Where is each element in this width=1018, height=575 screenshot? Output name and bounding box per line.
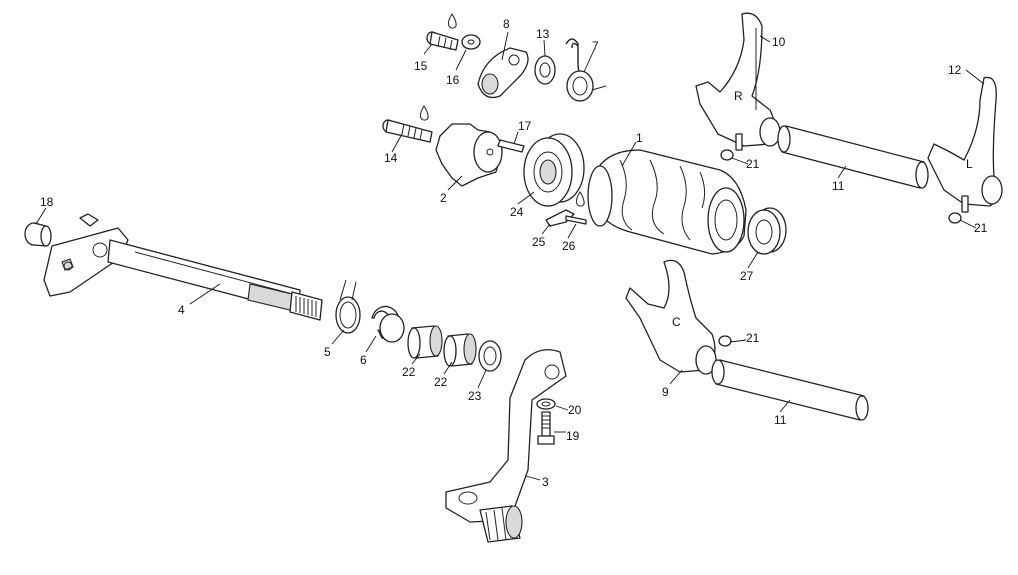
callout-13: 13 bbox=[536, 27, 550, 41]
part-3-gear-lever bbox=[445, 349, 567, 543]
callout-17: 17 bbox=[518, 119, 532, 133]
callout-19: 19 bbox=[566, 429, 580, 443]
part-21-pin-b bbox=[948, 212, 962, 224]
part-6-collar bbox=[371, 305, 405, 343]
part-14-bolt bbox=[382, 119, 433, 143]
part-16-washer bbox=[461, 34, 481, 50]
callout-11-upper: 11 bbox=[832, 179, 845, 193]
callout-20: 20 bbox=[568, 403, 582, 417]
callout-23: 23 bbox=[468, 389, 482, 403]
callout-9: 9 bbox=[662, 385, 669, 399]
part-18-cap bbox=[24, 222, 52, 247]
callout-1: 1 bbox=[636, 131, 643, 145]
part-26-screw bbox=[565, 215, 587, 225]
fork-12-marking: L bbox=[966, 157, 973, 171]
part-11-fork-shaft-upper bbox=[777, 125, 929, 189]
callout-12: 12 bbox=[948, 63, 962, 77]
callout-16: 16 bbox=[446, 73, 460, 87]
gearshift-shaft bbox=[43, 213, 323, 321]
part-23-washer bbox=[478, 340, 502, 372]
part-13-bushing bbox=[534, 55, 556, 85]
part-7-spring bbox=[565, 38, 607, 102]
fork-9-marking: C bbox=[672, 315, 681, 329]
callout-15: 15 bbox=[414, 59, 428, 73]
callout-24: 24 bbox=[510, 205, 524, 219]
callout-21-c: 21 bbox=[746, 331, 760, 345]
callout-labels: 1 2 3 4 5 6 7 8 9 10 11 11 12 13 14 15 1… bbox=[40, 17, 988, 489]
callout-18: 18 bbox=[40, 195, 54, 209]
part-22-bearing-b bbox=[443, 333, 477, 367]
part-21-pin-c bbox=[718, 335, 732, 347]
part-27-bearing bbox=[747, 207, 787, 255]
callout-21-a: 21 bbox=[746, 157, 760, 171]
callout-8: 8 bbox=[503, 17, 510, 31]
part-2-star-cam bbox=[435, 123, 503, 187]
part-21-pin-a bbox=[720, 149, 734, 161]
callout-10: 10 bbox=[772, 35, 786, 49]
part-8-lever-plate bbox=[477, 47, 529, 99]
part-11-fork-shaft-lower bbox=[711, 359, 869, 421]
callout-2: 2 bbox=[440, 191, 447, 205]
callout-22-b: 22 bbox=[434, 375, 448, 389]
callout-4: 4 bbox=[178, 303, 185, 317]
callout-27: 27 bbox=[740, 269, 754, 283]
fork-10-marking: R bbox=[734, 89, 743, 103]
callout-5: 5 bbox=[324, 345, 331, 359]
part-20-washer bbox=[536, 398, 556, 410]
oil-drop-icon bbox=[447, 13, 457, 29]
callout-7: 7 bbox=[592, 39, 599, 53]
callout-22-a: 22 bbox=[402, 365, 416, 379]
callout-21-b: 21 bbox=[974, 221, 988, 235]
part-5-spring bbox=[335, 279, 361, 334]
part-17-pin bbox=[497, 139, 525, 153]
part-9-shift-fork-c bbox=[625, 259, 717, 375]
callout-11-lower: 11 bbox=[774, 413, 787, 427]
part-24-bearing bbox=[523, 133, 585, 207]
callout-25: 25 bbox=[532, 235, 546, 249]
oil-drop-icon bbox=[419, 105, 429, 121]
part-10-shift-fork-r bbox=[695, 12, 781, 151]
part-15-bolt bbox=[426, 31, 459, 51]
callout-6: 6 bbox=[360, 353, 367, 367]
part-19-bolt bbox=[537, 411, 555, 445]
callout-3: 3 bbox=[542, 475, 549, 489]
part-1-selector-drum bbox=[587, 149, 747, 255]
callout-26: 26 bbox=[562, 239, 576, 253]
oil-drop-icon bbox=[575, 191, 585, 207]
part-12-shift-fork-l bbox=[927, 76, 1003, 213]
callout-14: 14 bbox=[384, 151, 398, 165]
leader-lines bbox=[35, 31, 985, 481]
part-22-bearing-a bbox=[407, 325, 443, 359]
